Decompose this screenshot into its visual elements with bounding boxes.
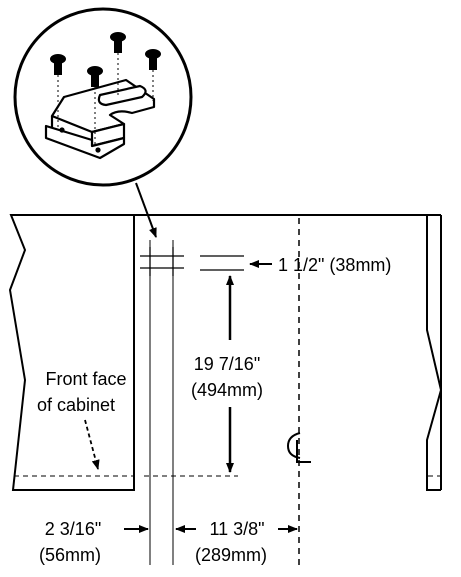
left-offset-label-1: 2 3/16" [45, 519, 101, 539]
screw-3-icon [145, 49, 161, 101]
mounting-bracket [44, 78, 156, 160]
detail-leader-arrow [135, 182, 157, 238]
left-offset-label-2: (56mm) [39, 545, 101, 565]
screw-4-icon [87, 66, 103, 146]
vertical-reference-lines [149, 240, 174, 565]
top-offset-dimension [200, 255, 272, 271]
cabinet-outline [8, 214, 443, 491]
screw-2-icon [110, 32, 126, 95]
front-face-label-1: Front face [45, 369, 126, 389]
vertical-distance-label-2: (494mm) [191, 380, 263, 400]
detail-callout [13, 7, 193, 238]
mounting-marks [140, 247, 184, 276]
screw-1-icon [50, 54, 66, 128]
front-face-leader-arrow [84, 419, 100, 470]
top-offset-label: 1 1/2" (38mm) [278, 255, 391, 275]
vertical-distance-label-1: 19 7/16" [194, 354, 260, 374]
front-face-label-2: of cabinet [37, 395, 115, 415]
center-offset-label-1: 11 3/8" [209, 519, 264, 539]
center-offset-label-2: (289mm) [195, 545, 267, 565]
centerline-symbol-icon [286, 432, 311, 463]
